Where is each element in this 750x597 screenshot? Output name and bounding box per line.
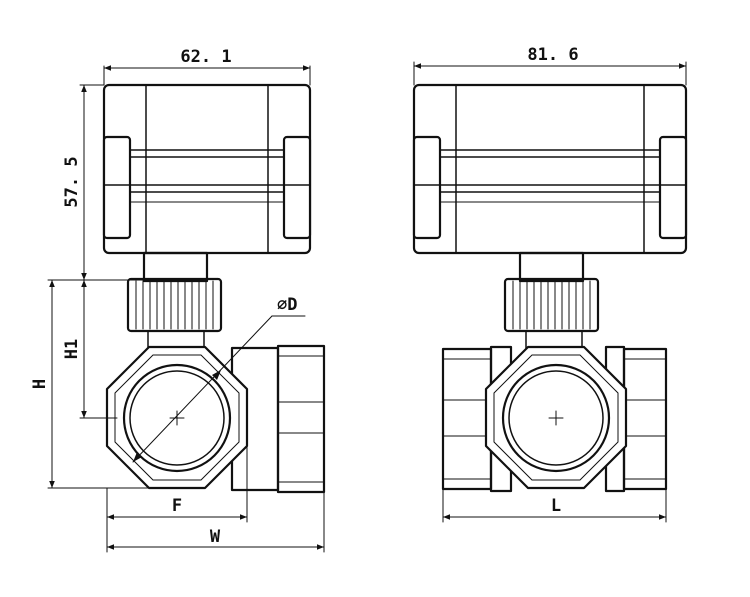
right-view: 81. 6 L (412, 45, 688, 523)
right-dimensions (413, 61, 687, 523)
dim-label-diameter: ⌀D (277, 295, 297, 315)
dim-label-l: L (551, 496, 561, 516)
left-view: 62. 1 57. 5 H H1 ⌀D F W (30, 47, 326, 553)
right-actuator (412, 83, 688, 255)
dim-label-h: H (30, 379, 50, 389)
left-stem-nut (126, 251, 223, 349)
left-actuator (102, 83, 312, 255)
right-stem-nut (503, 251, 600, 349)
dim-label-62-1: 62. 1 (180, 47, 231, 67)
dim-label-f: F (172, 496, 182, 516)
left-diameter-leader (132, 315, 306, 463)
dim-label-w: W (210, 527, 221, 547)
dim-label-81-6: 81. 6 (527, 45, 578, 65)
dim-label-h1: H1 (62, 339, 82, 359)
right-body-face (484, 345, 628, 490)
left-dimensions (47, 65, 325, 553)
left-body-face (105, 345, 249, 490)
dim-label-57-5: 57. 5 (62, 156, 82, 207)
